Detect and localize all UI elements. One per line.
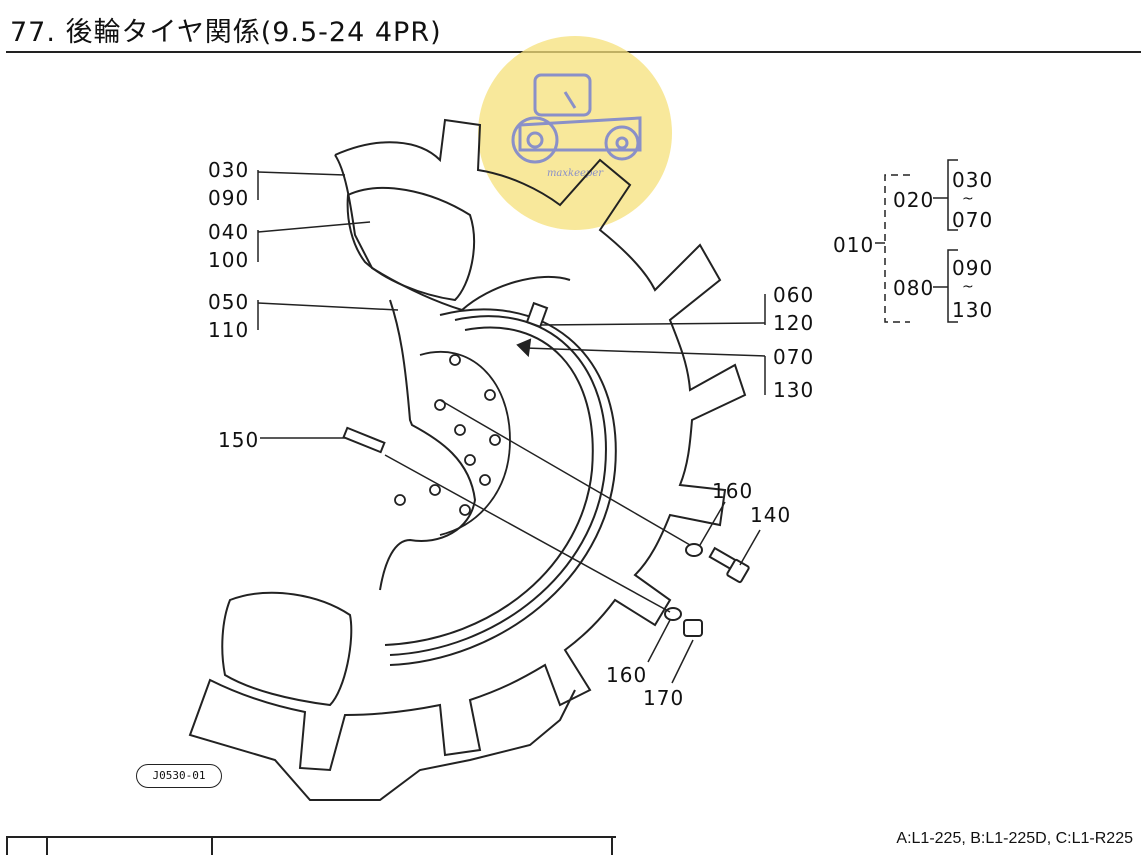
- figure-code-badge: J0530-01: [136, 764, 222, 788]
- washer-upper: [685, 543, 703, 557]
- callout-160-upper: 160: [712, 479, 754, 503]
- tree-080-to: 130: [952, 298, 994, 322]
- tire-outline: [188, 118, 747, 801]
- bolt-head: [726, 558, 750, 584]
- tree-020-from: 030: [952, 168, 994, 192]
- tree-080-sep: ~: [962, 279, 975, 295]
- valve-stem: [516, 301, 549, 358]
- callout-140: 140: [750, 503, 792, 527]
- tree-root-010: 010: [833, 233, 875, 257]
- tree-branch-080: 080: [893, 276, 935, 300]
- reference-tree: [875, 159, 958, 323]
- leader-lines: [257, 170, 766, 684]
- svg-text:maxkeeper: maxkeeper: [547, 168, 604, 179]
- wheel-disc: [394, 350, 511, 536]
- callout-120: 120: [773, 311, 815, 335]
- tree-branch-020: 020: [893, 188, 935, 212]
- callout-110: 110: [208, 318, 250, 342]
- hardware-parts: [664, 543, 750, 637]
- watermark-logo: maxkeeper: [478, 36, 672, 230]
- tractor-icon: [511, 73, 642, 164]
- callout-100: 100: [208, 248, 250, 272]
- callout-170: 170: [643, 686, 685, 710]
- footer-table-header: [6, 836, 616, 855]
- callout-050: 050: [208, 290, 250, 314]
- tree-080-from: 090: [952, 256, 994, 280]
- page-title: 77. 後輪タイヤ関係(9.5-24 4PR): [10, 17, 442, 48]
- callout-150: 150: [218, 428, 260, 452]
- callout-040: 040: [208, 220, 250, 244]
- callout-060: 060: [773, 283, 815, 307]
- callout-160-lower: 160: [606, 663, 648, 687]
- tree-020-to: 070: [952, 208, 994, 232]
- callout-090: 090: [208, 186, 250, 210]
- callout-130: 130: [773, 378, 815, 402]
- callout-030: 030: [208, 158, 250, 182]
- stud-bolt: [342, 426, 386, 454]
- rim-outline: [379, 299, 617, 666]
- tree-020-sep: ~: [962, 191, 975, 207]
- callout-070: 070: [773, 345, 815, 369]
- model-applicability-note: A:L1-225, B:L1-225D, C:L1-R225: [896, 830, 1133, 847]
- nut: [683, 619, 703, 637]
